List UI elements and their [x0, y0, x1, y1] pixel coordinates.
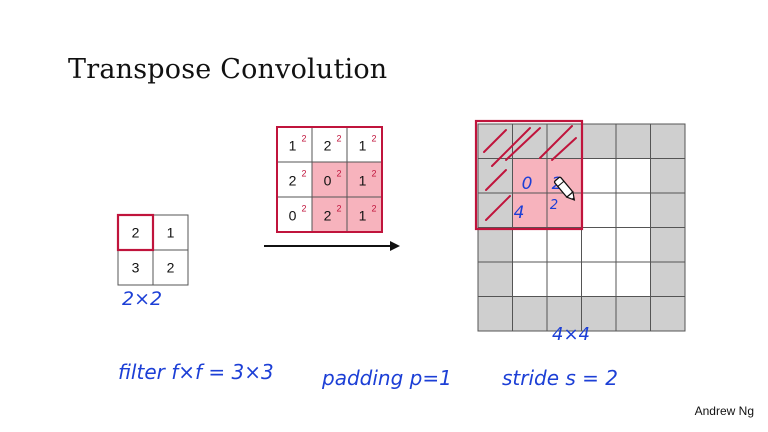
input-matrix: 2 1 3 2	[116, 213, 189, 286]
output-cell	[512, 227, 548, 263]
input-cell	[117, 249, 154, 286]
hatch-stroke	[505, 127, 541, 161]
output-cell	[615, 261, 651, 297]
padding-note: padding p=1	[322, 366, 452, 390]
hatch-stroke	[483, 129, 507, 153]
input-cell	[152, 214, 189, 251]
padding-cell	[650, 158, 686, 194]
filter-multiplier: 2	[337, 169, 342, 179]
input-size-label: 2×2	[122, 288, 163, 310]
output-cell	[512, 158, 548, 194]
filter-multiplier: 2	[302, 204, 307, 214]
output-entry: 4	[514, 203, 525, 223]
output-grid: 0242	[474, 119, 686, 332]
filter-multiplier: 2	[337, 204, 342, 214]
arrow-right	[264, 241, 400, 251]
filter-cell	[311, 196, 348, 233]
output-cell	[615, 192, 651, 228]
output-cell	[581, 158, 617, 194]
padding-cell	[650, 296, 686, 332]
input-cell-value: 2	[167, 260, 175, 276]
padding-cell	[615, 296, 651, 332]
padding-cell	[650, 261, 686, 297]
filter-cell	[311, 126, 348, 163]
filter-multiplier: 2	[372, 169, 377, 179]
output-entry: 0	[522, 174, 533, 194]
hatch-stroke	[485, 169, 507, 191]
padding-cell	[477, 261, 513, 297]
input-highlight-cell	[116, 213, 155, 252]
input-cell	[152, 249, 189, 286]
padding-cell	[512, 296, 548, 332]
slide-title: Transpose Convolution	[68, 54, 388, 85]
output-cell	[512, 261, 548, 297]
output-entry: 2	[550, 198, 558, 213]
hatch-stroke	[485, 195, 511, 221]
filter-multiplier: 2	[302, 169, 307, 179]
filter-size-note: filter f×f = 3×3	[118, 360, 274, 384]
filter-multiplier: 2	[337, 134, 342, 144]
padding-cell	[581, 296, 617, 332]
padding-cell	[546, 123, 582, 159]
output-cell	[546, 192, 582, 228]
padding-cell	[477, 227, 513, 263]
filter-placement-box	[474, 119, 584, 231]
input-cell-value: 1	[167, 225, 175, 241]
filter-cell-value: 2	[324, 208, 332, 224]
stride-note: stride s = 2	[502, 366, 619, 390]
input-cell-value: 2	[132, 225, 140, 241]
output-cell	[546, 261, 582, 297]
filter-cell-value: 1	[359, 173, 367, 189]
output-cell	[615, 227, 651, 263]
filter-cell	[346, 196, 383, 233]
output-cell	[615, 158, 651, 194]
hatch-stroke	[551, 137, 577, 161]
filter-cell-value: 1	[289, 138, 297, 154]
padding-cell	[650, 227, 686, 263]
filter-cell-value: 1	[359, 208, 367, 224]
filter-cell-value: 2	[289, 173, 297, 189]
output-cell	[512, 192, 548, 228]
output-cell	[546, 227, 582, 263]
output-cell	[581, 192, 617, 228]
filter-cell-value: 2	[324, 138, 332, 154]
padding-cell	[615, 123, 651, 159]
author-credit: Andrew Ng	[694, 404, 754, 418]
pencil-icon	[553, 176, 576, 201]
filter-border	[276, 126, 383, 233]
filter-cell	[311, 161, 348, 198]
filter-cell-value: 0	[324, 173, 332, 189]
padding-cell	[477, 158, 513, 194]
output-cell	[581, 227, 617, 263]
padding-cell	[477, 296, 513, 332]
filter-cell-value: 0	[289, 208, 297, 224]
input-cell-value: 3	[132, 260, 140, 276]
filter-multiplier: 2	[372, 134, 377, 144]
hatch-stroke	[539, 125, 573, 159]
filter-cell-value: 1	[359, 138, 367, 154]
input-cell	[117, 214, 154, 251]
padding-cell	[650, 123, 686, 159]
filter-multiplier: 2	[302, 134, 307, 144]
output-cell	[581, 261, 617, 297]
output-size-label: 4×4	[552, 324, 590, 345]
hatch-stroke	[491, 127, 531, 167]
padding-cell	[650, 192, 686, 228]
padding-cell	[581, 123, 617, 159]
filter-multiplier: 2	[372, 204, 377, 214]
